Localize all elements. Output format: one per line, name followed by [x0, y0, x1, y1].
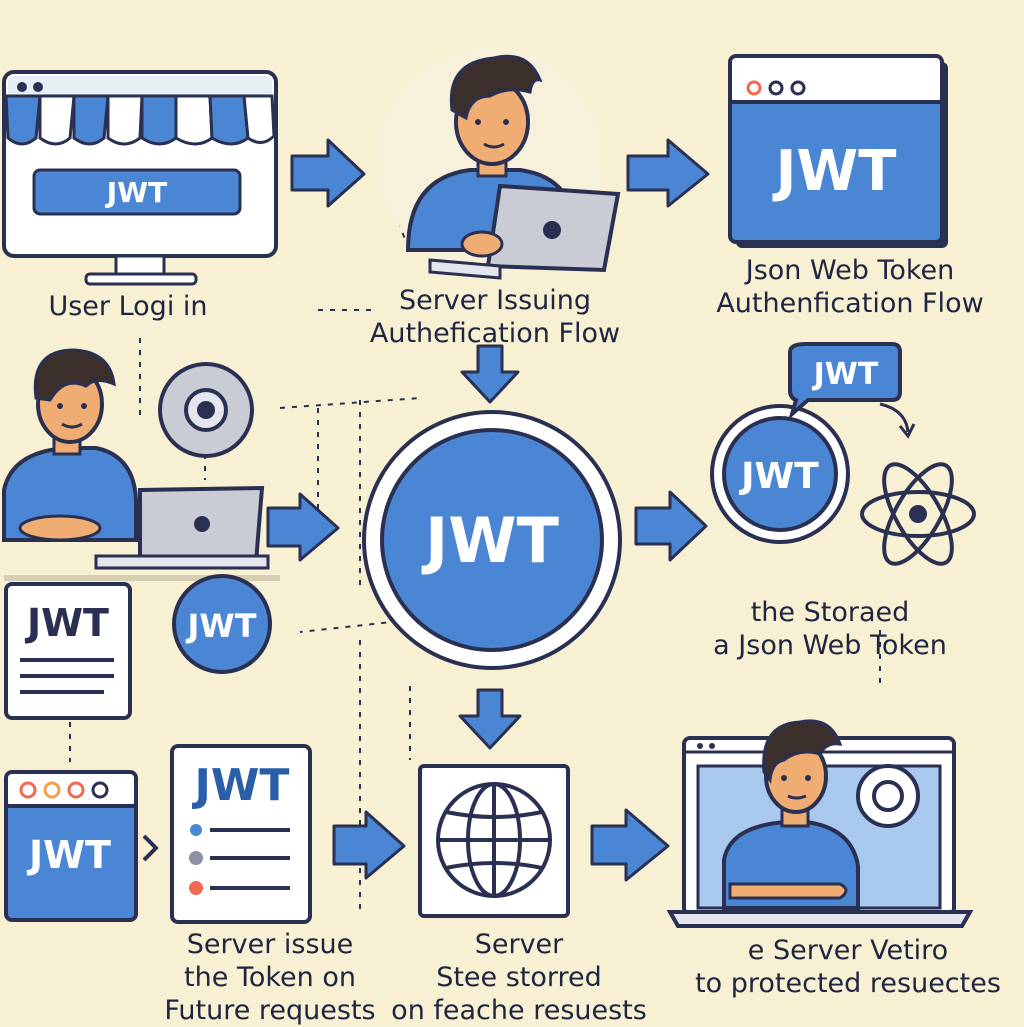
laptop-with-person-bottom [666, 719, 974, 928]
label-json-web-token: Json Web Token Authenfication Flow [690, 254, 1010, 320]
list-bullet-icon [190, 824, 202, 836]
arrow-right-icon [634, 490, 708, 562]
arrow-right-icon [332, 810, 406, 880]
window-dot-icon [790, 80, 806, 96]
arrow-right-icon [290, 138, 366, 208]
label-line: the Storaed [750, 597, 910, 628]
label-line: User Logi in [48, 291, 208, 322]
window-dot-icon [697, 743, 703, 749]
label-line: to protected resuectes [695, 968, 1001, 999]
label-server-issuing: Server Issuing Authefication Flow [350, 284, 640, 350]
jwt-token-text: JWT [185, 607, 256, 645]
browser-window-top: JWT [728, 54, 948, 248]
jwt-token-text: JWT [421, 504, 559, 577]
label-line: e Server Vetiro [747, 935, 949, 966]
arrow-right-icon [590, 808, 670, 882]
laptop-logo-icon [194, 516, 210, 532]
window-dot-icon [17, 82, 27, 92]
jwt-chat-bubble: JWT [788, 342, 916, 439]
label-user-login: User Logi in [18, 290, 238, 323]
jwt-token-text: JWT [812, 357, 879, 392]
person-with-laptop-top [378, 48, 621, 280]
browser-window-bottom: JWT [4, 770, 159, 922]
arrow-down-icon [458, 688, 522, 750]
person-with-laptop-left [2, 348, 280, 581]
arrow-right-icon [266, 492, 340, 562]
label-server-issue: Server issue the Token on Future request… [150, 928, 390, 1027]
window-dot-icon [43, 781, 61, 799]
label-server-stored: Server Stee storred on feache resuests [386, 928, 652, 1027]
central-jwt-disc: JWT [362, 410, 622, 670]
label-line: a Json Web Token [713, 630, 947, 661]
label-line: Future requests [164, 995, 376, 1026]
label-line: Authenfication Flow [716, 288, 984, 319]
window-dot-icon [33, 82, 43, 92]
list-bullet-icon [189, 881, 203, 895]
jwt-token-text: JWT [738, 456, 819, 497]
jwt-document-bottom: JWT [170, 744, 312, 924]
storefront-monitor: JWT [2, 70, 278, 286]
window-dot-icon [709, 743, 715, 749]
jwt-token-text: JWT [192, 760, 290, 811]
label-line: the Token on [184, 962, 356, 993]
globe-icon [436, 782, 552, 898]
window-dot-icon [67, 781, 85, 799]
laptop-logo-icon [543, 221, 561, 239]
window-dot-icon [768, 80, 784, 96]
chevron-right-icon [142, 834, 159, 862]
jwt-coin-left: JWT [172, 574, 272, 674]
window-dot-icon [91, 781, 109, 799]
atom-icon [860, 462, 976, 566]
arrow-down-icon [460, 344, 520, 404]
label-line: Stee storred [436, 962, 602, 993]
globe-card [418, 764, 570, 918]
jwt-token-text: JWT [26, 833, 111, 877]
arrow-right-icon [626, 138, 710, 208]
label-stored-token: the Storaed a Json Web Token [670, 596, 990, 662]
label-line: Authefication Flow [369, 318, 621, 349]
jwt-screen-banner [32, 168, 242, 216]
label-line: Server issue [186, 929, 354, 960]
window-dot-icon [746, 80, 762, 96]
jwt-document-left: JWT [4, 582, 132, 720]
label-server-verifying: e Server Vetiro to protected resuectes [680, 934, 1016, 1000]
jwt-token-text: JWT [105, 176, 167, 209]
list-bullet-icon [189, 851, 203, 865]
jwt-token-text: JWT [24, 601, 109, 645]
jwt-coin-right: JWT [710, 404, 850, 544]
label-line: Server [474, 929, 564, 960]
label-line: on feache resuests [391, 995, 647, 1026]
connector-dashed [279, 397, 421, 409]
flow-arrows [266, 138, 710, 882]
camera-lens-icon [158, 362, 254, 458]
jwt-token-text: JWT [772, 139, 897, 204]
storefront-icon [4, 94, 276, 146]
window-dot-icon [19, 781, 37, 799]
label-line: Server Issuing [398, 285, 592, 316]
label-line: Json Web Token [745, 255, 955, 286]
